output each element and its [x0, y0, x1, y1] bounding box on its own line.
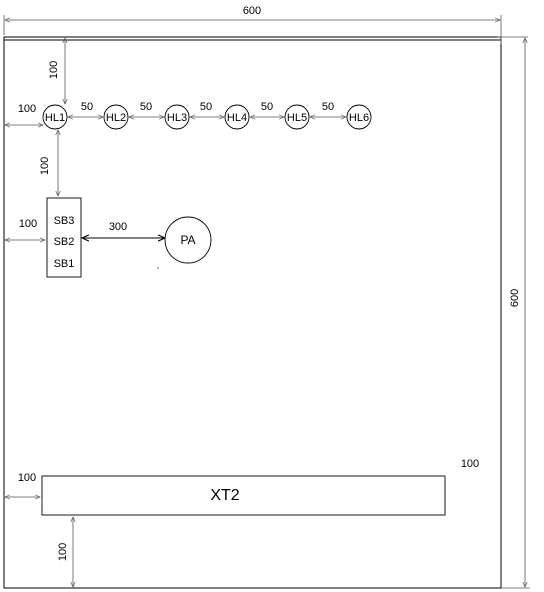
dim-right-height: 600 — [497, 36, 530, 589]
lamp-label: HL5 — [287, 112, 307, 124]
dim-xt2-left: 100 — [5, 472, 40, 497]
dim-sb-to-pa: 300 — [82, 221, 165, 238]
dim-sb-left-label: 100 — [19, 218, 37, 230]
dim-gap-label: 50 — [81, 101, 93, 113]
pa-meter: PA — [164, 216, 212, 264]
dim-sb-to-pa-label: 300 — [109, 221, 127, 233]
lamp-hl2: HL2 — [103, 104, 129, 130]
button-label-sb3: SB3 — [54, 215, 75, 227]
terminal-label: XT2 — [210, 487, 239, 504]
button-label-sb1: SB1 — [54, 258, 75, 270]
dim-hl-to-sb: 100 — [39, 130, 58, 196]
dim-gap-label: 50 — [322, 101, 334, 113]
lamp-row: HL1 HL2 HL3 HL4 HL5 HL6 — [42, 104, 372, 130]
dim-hl1-left-label: 100 — [18, 103, 36, 115]
lamp-hl6: HL6 — [346, 104, 372, 130]
dim-hl1-left: 100 — [5, 103, 43, 125]
dim-lamp-gaps: 50 50 50 50 50 — [68, 101, 346, 117]
dim-sb-left: 100 — [5, 218, 45, 240]
dim-hl1-top: 100 — [48, 38, 65, 104]
dim-gap-label: 50 — [200, 101, 212, 113]
button-label-sb2: SB2 — [54, 236, 75, 248]
dim-gap-label: 50 — [140, 101, 152, 113]
stray-dot — [157, 267, 159, 269]
lamp-label: HL2 — [106, 112, 126, 124]
dim-top-width: 600 — [3, 5, 502, 44]
dim-top-width-label: 600 — [243, 5, 261, 17]
dim-hl1-top-label: 100 — [48, 61, 60, 79]
dim-xt2-left-label: 100 — [18, 472, 36, 484]
dim-xt2-bottom: 100 — [57, 517, 73, 587]
lamp-label: HL3 — [167, 112, 187, 124]
dim-right-height-label: 600 — [509, 289, 521, 307]
dim-gap-label: 50 — [261, 101, 273, 113]
terminal-strip-xt2: XT2 — [41, 475, 446, 516]
lamp-hl5: HL5 — [284, 104, 310, 130]
lamp-hl4: HL4 — [224, 104, 250, 130]
lamp-hl3: HL3 — [164, 104, 190, 130]
button-block: SB3 SB2 SB1 — [46, 197, 82, 278]
dim-hl-to-sb-label: 100 — [39, 157, 51, 175]
lamp-hl1: HL1 — [42, 104, 68, 130]
lamp-label: HL1 — [45, 112, 65, 124]
pa-label: PA — [180, 233, 195, 247]
lamp-label: HL6 — [349, 112, 369, 124]
dim-xt2-bottom-label: 100 — [57, 543, 69, 561]
panel-outline — [3, 36, 502, 589]
dim-xt2-right-label: 100 — [461, 458, 479, 470]
lamp-label: HL4 — [227, 112, 247, 124]
